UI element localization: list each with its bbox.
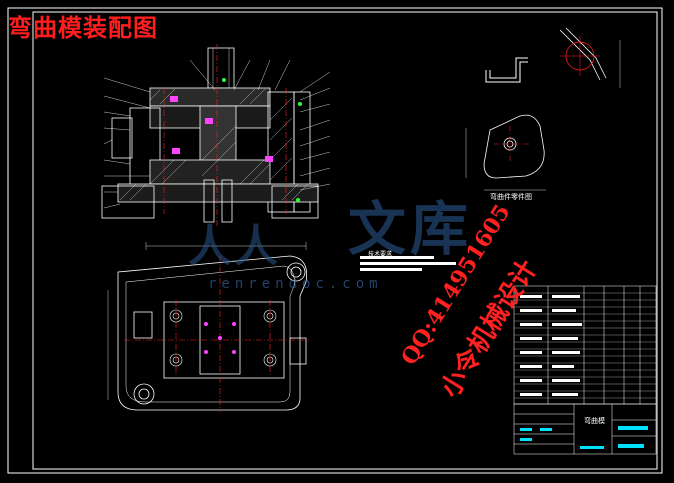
- bom-rows: [514, 292, 656, 399]
- bent-part-side-view: [559, 27, 621, 88]
- blank-flat-pattern: [465, 114, 546, 191]
- front-centerlines: [163, 44, 287, 228]
- watermark-wenku: 文库: [348, 195, 473, 263]
- watermark-renren: 人人: [188, 221, 280, 272]
- titleblock-name: 弯曲模: [584, 417, 605, 425]
- tech-requirement-lines: [360, 256, 456, 271]
- blank-centerlines: [494, 126, 530, 162]
- front-section-view: [101, 47, 331, 223]
- drawing-title: 弯曲模装配图: [8, 13, 158, 42]
- inner-frame: [32, 11, 658, 470]
- title-block: [513, 403, 657, 455]
- bom-text-blocks: [520, 295, 582, 396]
- bent-part-profile: [485, 57, 528, 83]
- top-centerlines: [124, 256, 310, 412]
- outer-frame: [7, 7, 663, 474]
- title-block-cyan-fields: [520, 426, 648, 449]
- parts-caption: 弯曲件零件图: [490, 193, 532, 201]
- watermark-url: renrendoc.com: [208, 276, 383, 292]
- tech-note-heading: 技术要求: [368, 251, 393, 258]
- top-view-pins: [204, 322, 236, 354]
- bill-of-materials: [513, 285, 657, 405]
- front-fasteners: [170, 78, 302, 202]
